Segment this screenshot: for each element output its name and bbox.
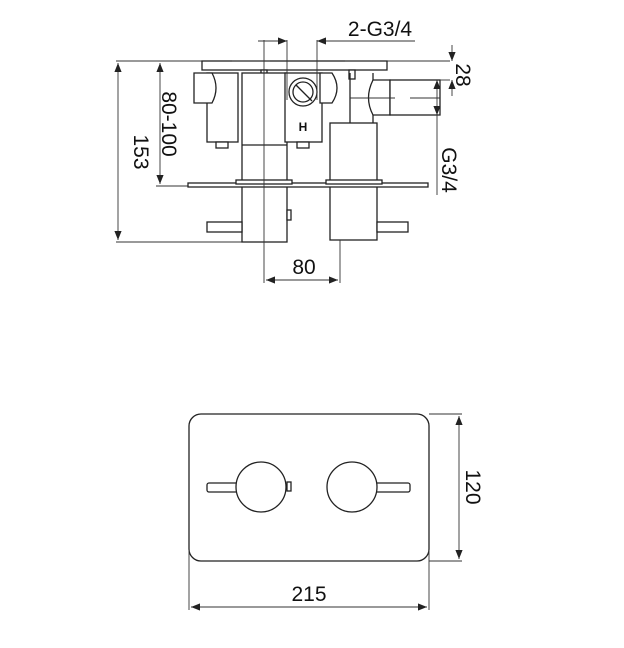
dim-label-g3-4: G3/4 (437, 147, 460, 193)
cover-plate (188, 413, 430, 562)
dim-label-28: 28 (451, 63, 474, 86)
right-handle (373, 482, 411, 493)
dim-label-80: 80 (292, 256, 315, 279)
front-view: 120 215 (188, 413, 484, 611)
left-knob (235, 461, 287, 513)
dim-label-153: 153 (129, 134, 152, 169)
right-knob (326, 461, 378, 513)
dim-label-215: 215 (291, 583, 326, 606)
side-view: 153 80-100 H (114, 18, 474, 284)
hot-marker: H (299, 120, 308, 134)
dim-label-80-100: 80-100 (157, 91, 180, 156)
dim-label-2-g3-4: 2-G3/4 (348, 18, 413, 41)
dim-label-120: 120 (461, 469, 484, 504)
